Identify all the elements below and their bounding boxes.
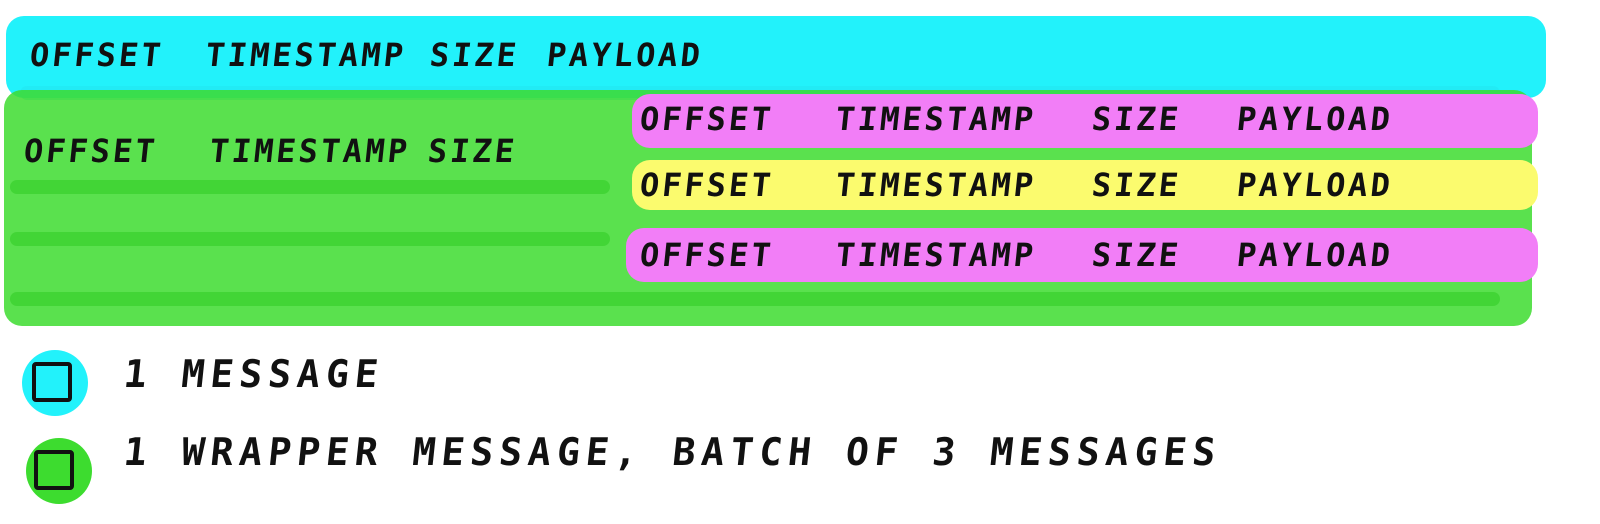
field-offset: OFFSET xyxy=(638,236,776,274)
field-offset: OFFSET xyxy=(638,166,776,204)
single-message-band xyxy=(6,16,1546,98)
green-square-icon xyxy=(34,450,74,490)
legend-single-message-label: 1 MESSAGE xyxy=(121,352,387,396)
field-payload: PAYLOAD xyxy=(1235,166,1395,204)
field-offset: OFFSET xyxy=(638,100,776,138)
inner-message-3-band xyxy=(626,228,1538,282)
wrapper-stroke-1 xyxy=(10,180,610,194)
field-offset: OFFSET xyxy=(22,132,160,170)
inner-message-3-fields: OFFSET TIMESTAMP SIZE PAYLOAD xyxy=(638,236,1395,274)
single-message-fields: OFFSET TIMESTAMP SIZE PAYLOAD xyxy=(28,36,705,74)
field-payload: PAYLOAD xyxy=(1235,236,1395,274)
field-timestamp: TIMESTAMP xyxy=(833,166,1038,204)
field-timestamp: TIMESTAMP xyxy=(207,132,412,170)
cyan-square-icon xyxy=(32,362,72,402)
field-timestamp: TIMESTAMP xyxy=(833,100,1038,138)
field-timestamp: TIMESTAMP xyxy=(833,236,1038,274)
field-size: SIZE xyxy=(427,36,522,74)
wrapper-message-fields: OFFSET TIMESTAMP SIZE xyxy=(22,132,519,170)
inner-message-2-fields: OFFSET TIMESTAMP SIZE PAYLOAD xyxy=(638,166,1395,204)
field-offset: OFFSET xyxy=(28,36,166,74)
wrapper-stroke-2 xyxy=(10,232,610,246)
field-payload: PAYLOAD xyxy=(545,36,705,74)
inner-message-1-band xyxy=(632,94,1538,148)
field-payload: PAYLOAD xyxy=(1235,100,1395,138)
field-timestamp: TIMESTAMP xyxy=(203,36,408,74)
inner-message-2-band xyxy=(632,160,1538,210)
field-size: SIZE xyxy=(425,132,520,170)
inner-message-1-fields: OFFSET TIMESTAMP SIZE PAYLOAD xyxy=(638,100,1395,138)
field-size: SIZE xyxy=(1089,236,1184,274)
wrapper-stroke-3 xyxy=(10,292,1500,306)
field-size: SIZE xyxy=(1089,166,1184,204)
legend-wrapper-message-label: 1 WRAPPER MESSAGE, BATCH OF 3 MESSAGES xyxy=(121,430,1224,474)
field-size: SIZE xyxy=(1089,100,1184,138)
